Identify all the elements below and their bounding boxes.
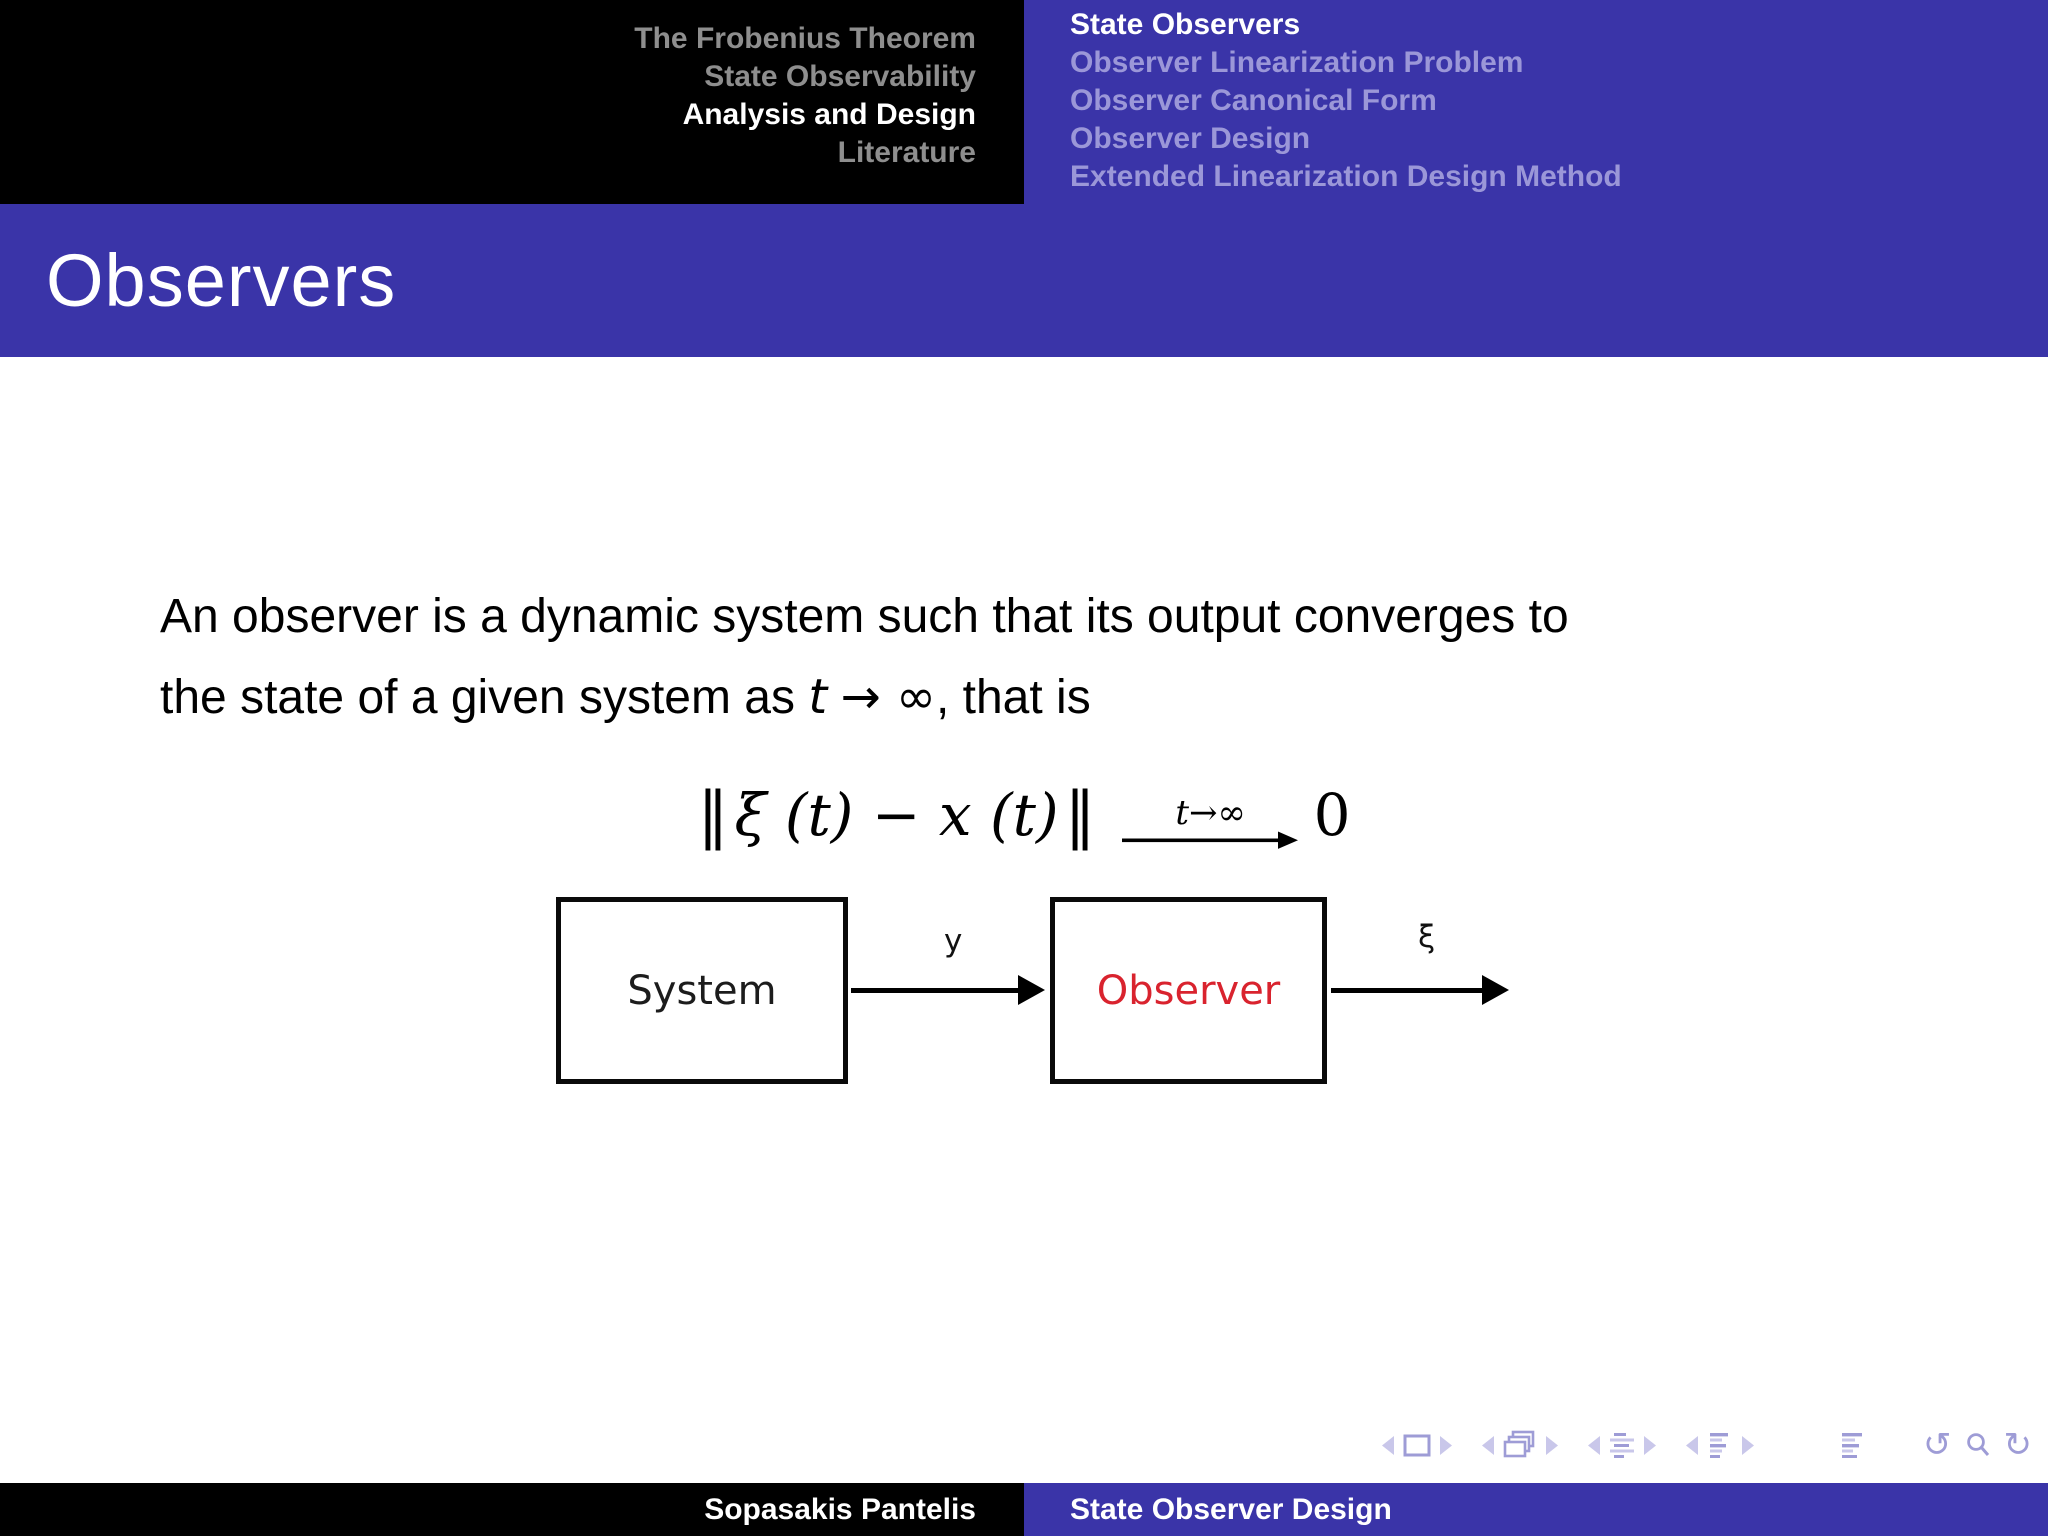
section-item-analysis-design[interactable]: Analysis and Design [682, 98, 976, 131]
convergence-formula: ‖ ξ (t) − x (t) ‖ t→∞ 0 [0, 778, 2048, 851]
body-paragraph: An observer is a dynamic system such tha… [160, 577, 1900, 738]
slide-nav-group [1379, 1434, 1455, 1457]
system-label: System [627, 967, 777, 1014]
utility-nav-group: ↺ ↻ [1923, 1425, 2033, 1465]
subsection-list-icon[interactable] [1609, 1432, 1635, 1458]
navigation-symbols: ↺ ↻ [0, 1428, 2048, 1462]
footer-deck-title: State Observer Design [1070, 1492, 1392, 1526]
frame-nav-group [1479, 1430, 1561, 1460]
signal-label-xi: ξ [1418, 919, 1436, 955]
section-list-icon[interactable] [1707, 1432, 1733, 1458]
appendix-nav-group [1839, 1432, 1865, 1458]
subsection-item-extended-linearization[interactable]: Extended Linearization Design Method [1070, 160, 1622, 193]
subsection-nav-group [1585, 1432, 1659, 1458]
back-icon[interactable]: ↺ [1923, 1425, 1952, 1465]
footer-title-box: State Observer Design [1024, 1483, 2048, 1536]
search-icon[interactable] [1965, 1432, 1991, 1459]
arrow-system-to-observer [851, 975, 1045, 1005]
frame-title-bar: Observers [0, 204, 2048, 357]
observer-label: Observer [1096, 967, 1281, 1014]
section-nav: The Frobenius Theorem State Observabilit… [0, 0, 1024, 204]
section-nav-group [1683, 1432, 1757, 1458]
frame-stack-icon[interactable] [1503, 1430, 1537, 1460]
system-box: System [556, 897, 848, 1084]
footer-author-box: Sopasakis Pantelis [0, 1483, 1024, 1536]
forward-icon[interactable]: ↻ [2003, 1425, 2033, 1465]
norm-open: ‖ [697, 778, 729, 851]
subsection-item-canonical-form[interactable]: Observer Canonical Form [1070, 84, 1437, 117]
limit-arrow-icon [1121, 831, 1298, 849]
footer: Sopasakis Pantelis State Observer Design [0, 1483, 2048, 1536]
appendix-list-icon[interactable] [1839, 1432, 1865, 1458]
slide-body: An observer is a dynamic system such tha… [0, 577, 2048, 1117]
paragraph-line-1: An observer is a dynamic system such tha… [160, 590, 1569, 643]
header: The Frobenius Theorem State Observabilit… [0, 0, 2048, 204]
section-item-frobenius[interactable]: The Frobenius Theorem [634, 22, 976, 55]
subsection-item-state-observers[interactable]: State Observers [1070, 8, 1301, 41]
prev-slide-icon[interactable] [1379, 1434, 1396, 1457]
next-subsection-icon[interactable] [1642, 1434, 1659, 1457]
current-slide-icon[interactable] [1403, 1434, 1431, 1457]
observer-box: Observer [1050, 897, 1327, 1084]
block-diagram: System Observer y ξ [0, 897, 2048, 1117]
subsection-nav: State Observers Observer Linearization P… [1024, 0, 2048, 204]
prev-section-icon[interactable] [1683, 1434, 1700, 1457]
paragraph-line-2: the state of a given system as t → ∞, th… [160, 669, 1091, 725]
subsection-item-linearization-problem[interactable]: Observer Linearization Problem [1070, 46, 1524, 79]
footer-author: Sopasakis Pantelis [704, 1492, 976, 1526]
next-slide-icon[interactable] [1438, 1434, 1455, 1457]
formula-rhs: 0 [1313, 780, 1351, 849]
frame-title: Observers [46, 239, 397, 322]
signal-label-y: y [944, 923, 963, 959]
section-item-literature[interactable]: Literature [837, 136, 976, 169]
prev-subsection-icon[interactable] [1585, 1434, 1602, 1457]
next-frame-icon[interactable] [1544, 1434, 1561, 1457]
next-section-icon[interactable] [1740, 1434, 1757, 1457]
limit-arrow-label: t→∞ [1175, 792, 1246, 833]
arrow-observer-output [1331, 975, 1509, 1005]
formula-core: ξ (t) − x (t) [734, 780, 1059, 849]
prev-frame-icon[interactable] [1479, 1434, 1496, 1457]
section-item-observability[interactable]: State Observability [704, 60, 976, 93]
norm-close: ‖ [1064, 778, 1096, 851]
limit-arrow-block: t→∞ [1121, 792, 1300, 850]
subsection-item-observer-design[interactable]: Observer Design [1070, 122, 1311, 155]
